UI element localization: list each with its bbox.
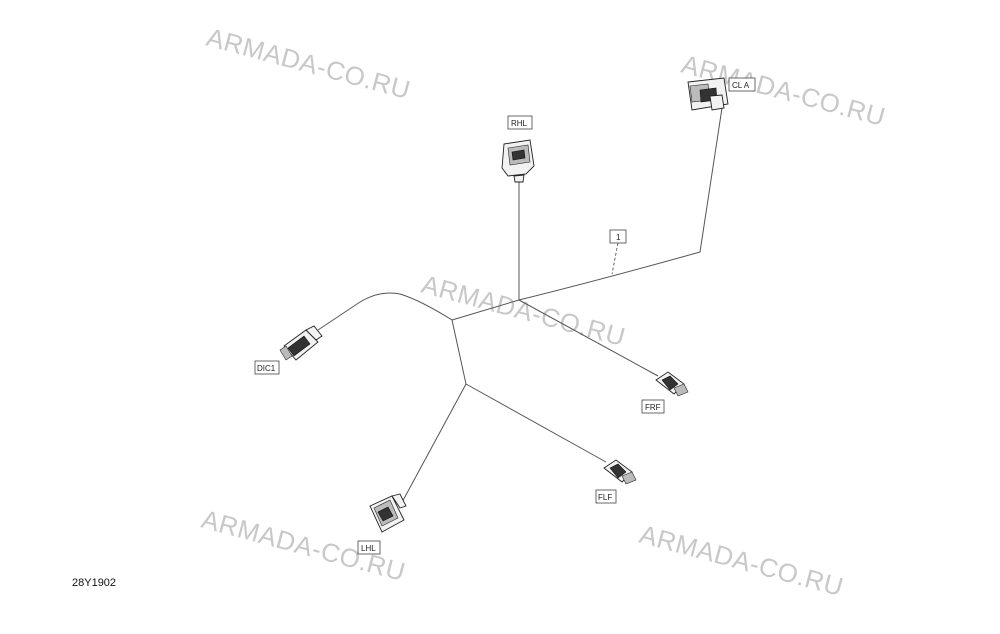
frf-label: FRF xyxy=(645,403,661,412)
dic1-label: DIC1 xyxy=(257,364,276,373)
wire-flf xyxy=(465,383,607,463)
lhl-label: LHL xyxy=(361,544,376,553)
drawing-code: 28Y1902 xyxy=(72,577,116,589)
frf-callout: FRF xyxy=(641,399,665,414)
dic1-callout: DIC1 xyxy=(254,360,280,375)
lhl-connector xyxy=(369,493,407,533)
item-1-label: 1 xyxy=(616,233,621,242)
item-1-leader xyxy=(611,242,619,275)
rhl-label: RHL xyxy=(511,119,528,128)
wire-lhl xyxy=(399,383,467,507)
clra-callout: CL A xyxy=(728,77,756,92)
wire-frf xyxy=(518,299,659,377)
wire-dic1 xyxy=(317,292,453,331)
rhl-connector xyxy=(501,139,535,183)
item-1-callout: 1 xyxy=(609,229,627,275)
wire-clra xyxy=(518,107,723,301)
wire-lower-trunk xyxy=(451,319,467,385)
watermark-bottom-right: ARMADA-CO.RU xyxy=(636,519,846,602)
clra-connector xyxy=(687,77,729,111)
flf-connector xyxy=(603,459,637,485)
wire-main-trunk xyxy=(451,299,520,321)
watermark-top-left: ARMADA-CO.RU xyxy=(203,22,413,105)
watermark-center: ARMADA-CO.RU xyxy=(418,269,628,352)
flf-callout: FLF xyxy=(595,489,617,504)
lhl-callout: LHL xyxy=(357,540,381,555)
flf-label: FLF xyxy=(598,493,612,502)
rhl-callout: RHL xyxy=(507,115,533,130)
harness-wires xyxy=(317,107,723,507)
clra-label: CL A xyxy=(732,81,750,90)
dic1-connector xyxy=(279,325,323,361)
frf-connector xyxy=(655,371,689,397)
